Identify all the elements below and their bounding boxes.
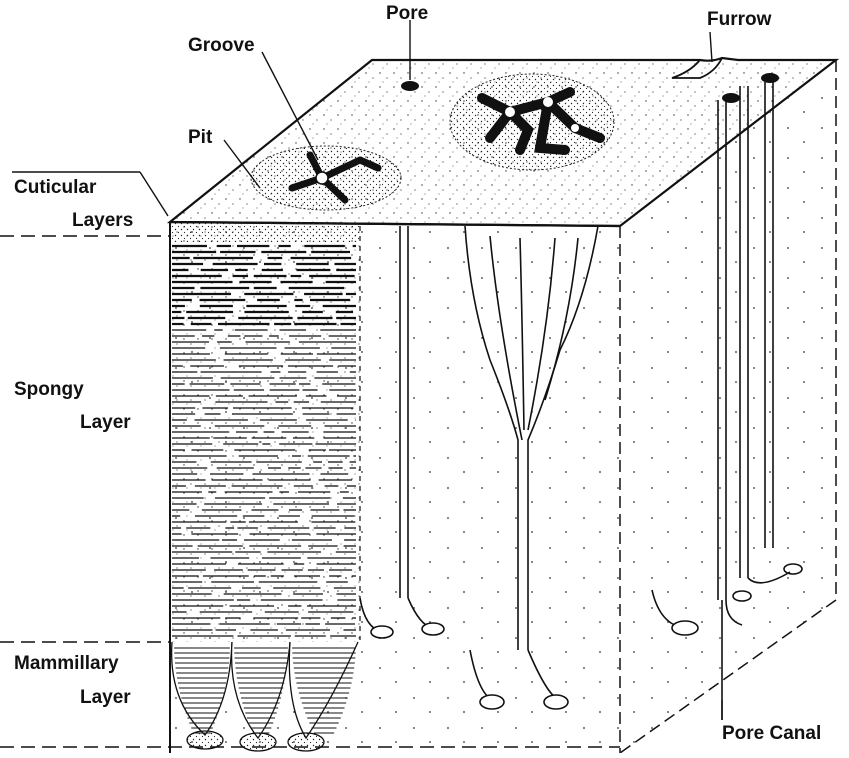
label-spongy-layer: Layer: [80, 413, 131, 432]
label-cuticular: Cuticular: [14, 178, 96, 197]
label-mammillary: Mammillary: [14, 654, 119, 673]
label-pit: Pit: [188, 128, 212, 147]
pore-2: [722, 93, 740, 103]
label-cuticular-layers: Layers: [72, 211, 133, 230]
pore-1: [401, 81, 419, 91]
pore-3: [761, 73, 779, 83]
label-pore-canal: Pore Canal: [722, 724, 821, 743]
label-mammillary-layer: Layer: [80, 688, 131, 707]
label-pore: Pore: [386, 4, 428, 23]
pit-right: [450, 74, 614, 170]
label-furrow: Furrow: [707, 10, 771, 29]
label-spongy: Spongy: [14, 380, 84, 399]
cuticular-band: [170, 222, 360, 242]
label-groove: Groove: [188, 36, 255, 55]
